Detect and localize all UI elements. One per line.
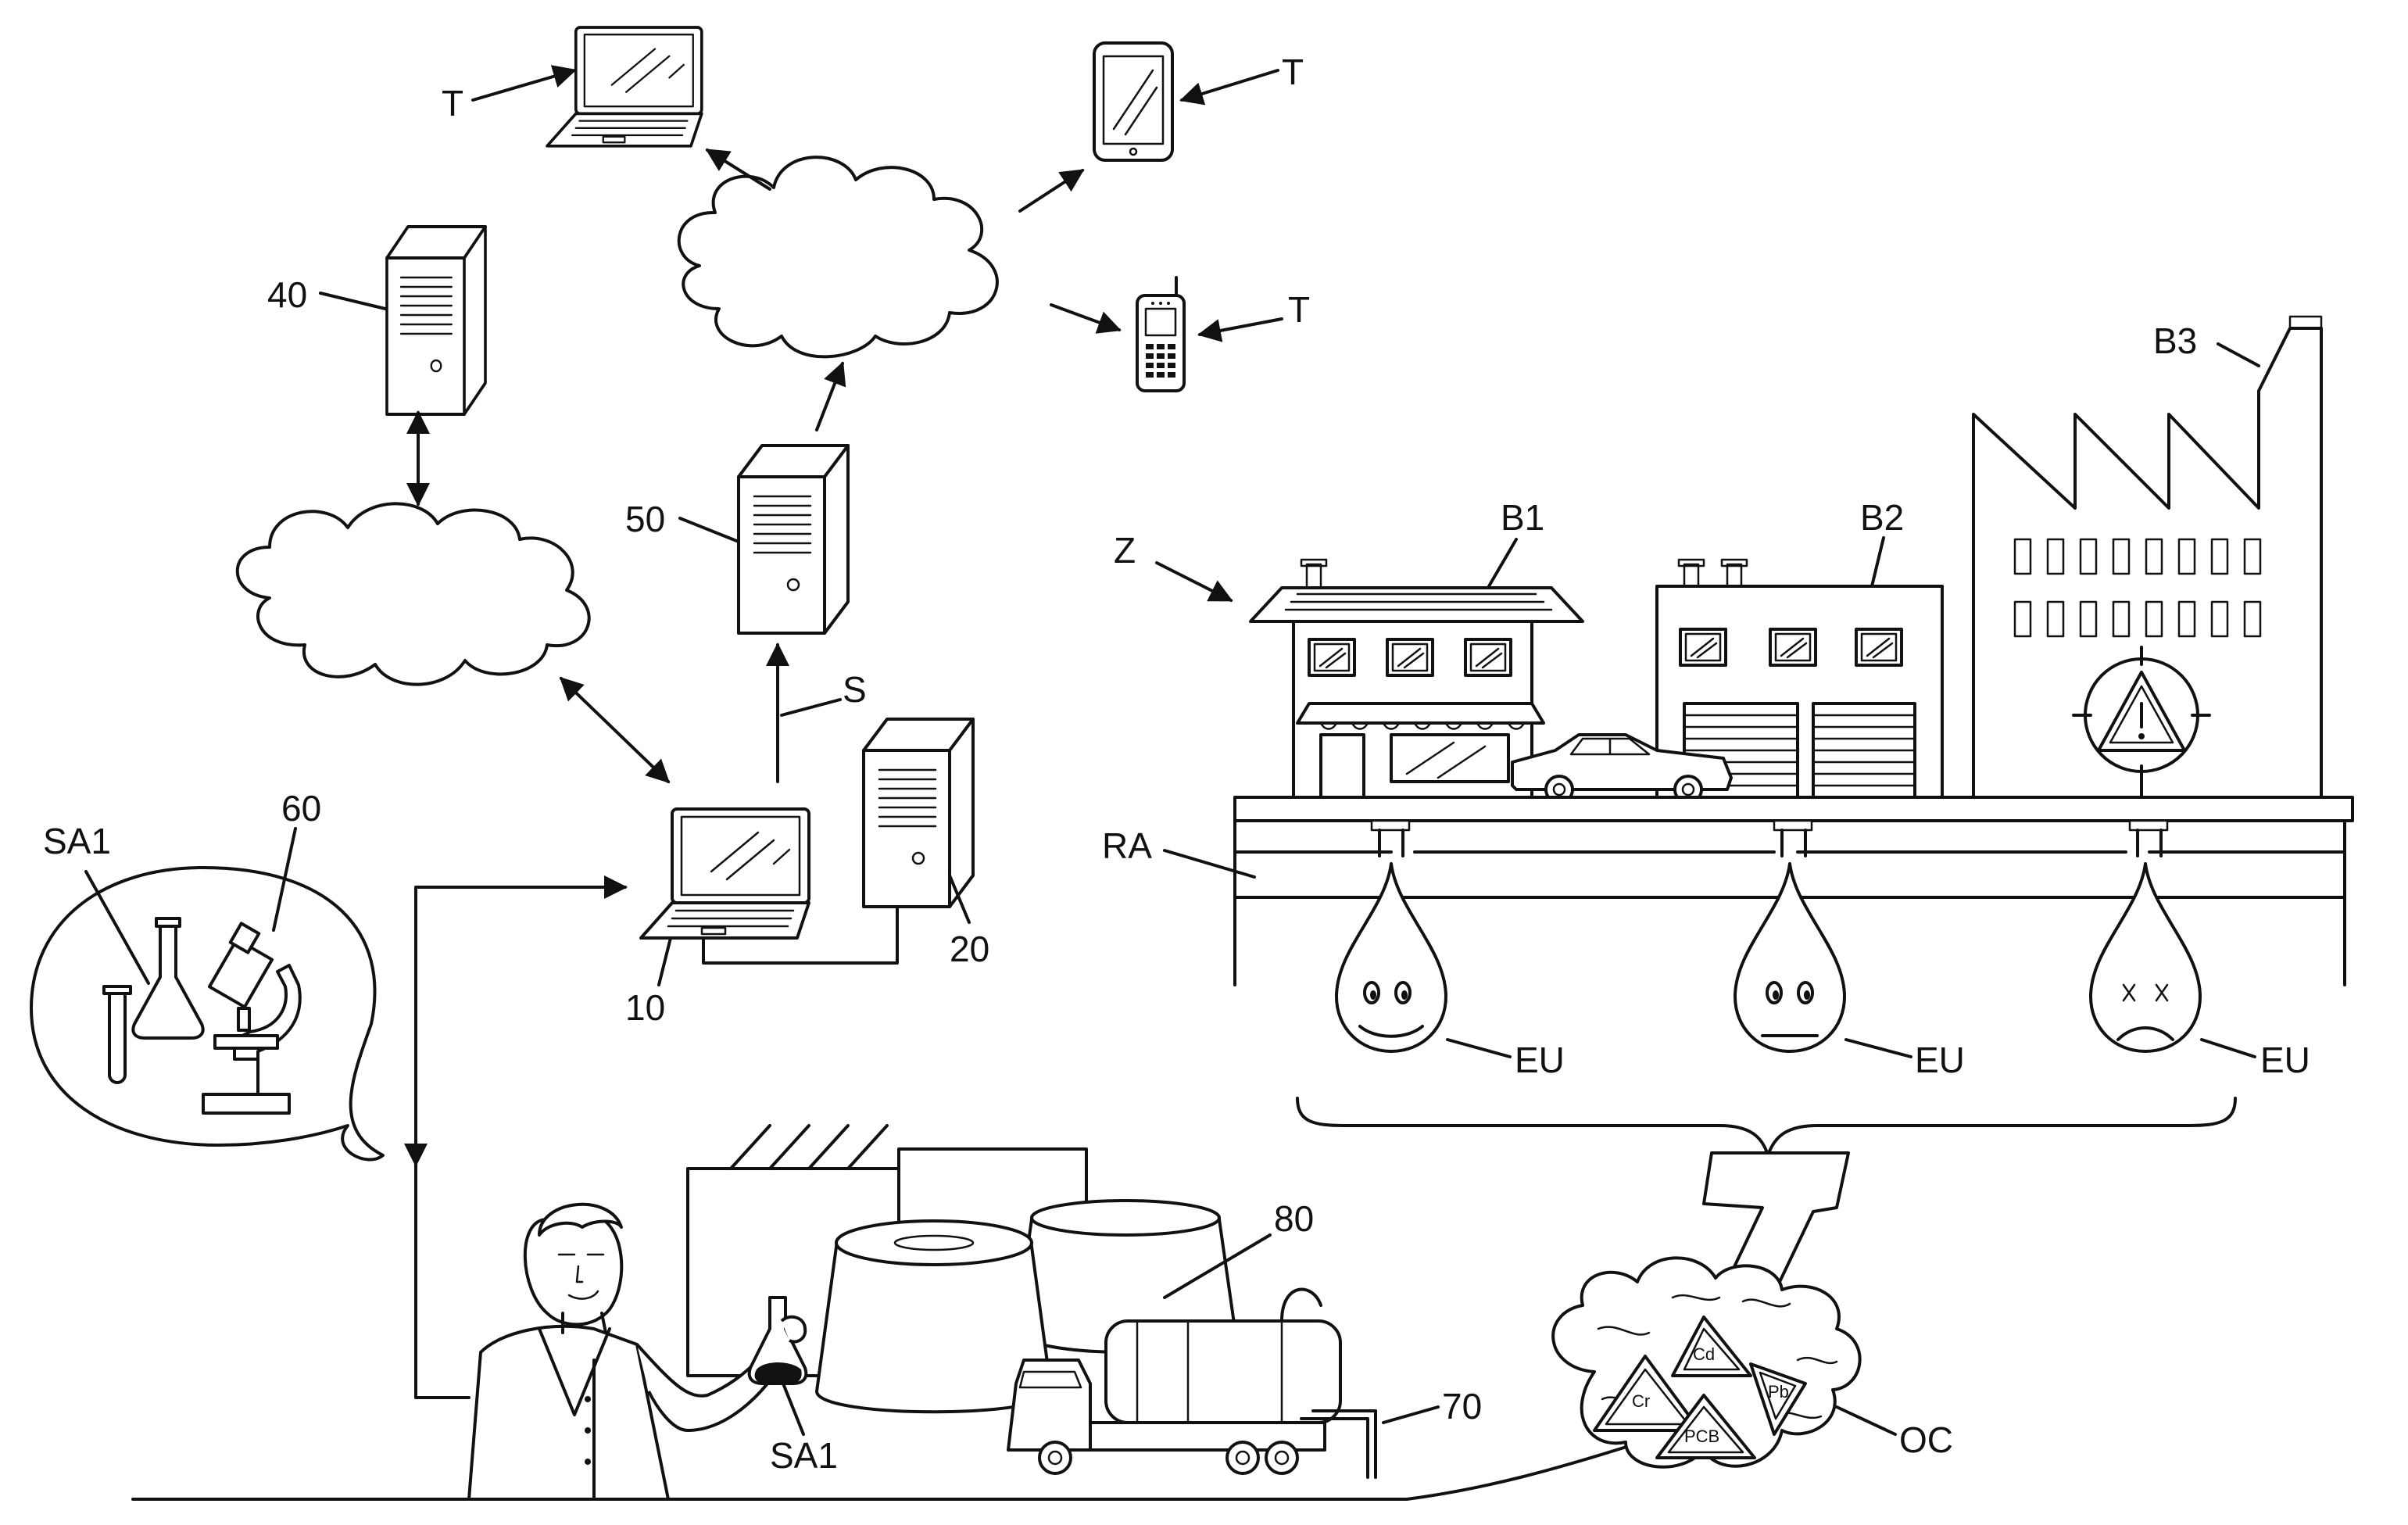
label-b1: B1 — [1501, 497, 1544, 538]
leader-t-tablet — [1182, 70, 1278, 100]
arrow-cloud-to-tablet-t — [1020, 170, 1082, 211]
svg-text:Pb: Pb — [1768, 1382, 1789, 1401]
label-10: 10 — [625, 987, 665, 1028]
arrow-server50-to-cloud — [817, 363, 843, 430]
label-t-tablet: T — [1282, 52, 1304, 92]
leader-eu-1 — [1447, 1040, 1510, 1057]
server-20-icon — [864, 719, 973, 907]
server-40-icon — [387, 227, 485, 414]
leader-b2 — [1872, 538, 1884, 586]
leader-ra — [1165, 850, 1254, 877]
leader-50 — [680, 518, 739, 542]
leader-b1 — [1489, 539, 1516, 586]
label-sa1-bottom: SA1 — [770, 1435, 838, 1476]
leader-s — [782, 700, 840, 715]
leader-oc — [1837, 1407, 1895, 1434]
leader-t-phone — [1200, 319, 1282, 335]
leader-sa1-bottom — [782, 1380, 803, 1434]
leader-40 — [320, 293, 385, 309]
label-40: 40 — [267, 274, 307, 315]
svg-text:Cr: Cr — [1632, 1391, 1650, 1411]
cloud-network-top — [679, 157, 997, 356]
label-eu-2: EU — [1915, 1040, 1965, 1080]
label-eu-3: EU — [2260, 1040, 2310, 1080]
label-70: 70 — [1442, 1386, 1482, 1427]
tablet-terminal-icon — [1094, 43, 1172, 160]
arrow-cloud-to-phone-t — [1051, 305, 1119, 330]
svg-text:PCB: PCB — [1684, 1427, 1719, 1446]
label-sa1-top: SA1 — [43, 821, 111, 861]
leader-eu-3 — [2202, 1040, 2255, 1057]
label-b2: B2 — [1860, 497, 1904, 538]
laptop-10-icon — [641, 809, 809, 938]
effluent-drop-sad — [2091, 864, 2200, 1051]
label-z: Z — [1114, 530, 1136, 571]
cloud-network-left — [238, 503, 589, 684]
leader-b3 — [2218, 344, 2259, 366]
label-b3: B3 — [2153, 320, 2197, 361]
server-50-icon — [739, 446, 848, 633]
effluent-drop-neutral — [1735, 864, 1844, 1051]
laptop-terminal-icon — [547, 27, 702, 146]
test-tube-icon — [104, 986, 131, 1083]
leader-t-laptop — [473, 70, 574, 100]
label-t-phone: T — [1288, 289, 1310, 330]
svg-text:Cd: Cd — [1693, 1344, 1715, 1364]
label-60: 60 — [281, 788, 321, 829]
arrow-cloud-laptop10 — [561, 678, 668, 782]
label-oc: OC — [1899, 1419, 1953, 1460]
mobile-phone-terminal-icon — [1137, 277, 1184, 391]
label-t-laptop: T — [442, 83, 463, 124]
label-ra: RA — [1102, 825, 1152, 866]
label-80: 80 — [1274, 1198, 1314, 1239]
label-eu-1: EU — [1515, 1040, 1565, 1080]
leader-10 — [659, 938, 671, 985]
leader-70 — [1383, 1407, 1438, 1423]
label-50: 50 — [625, 499, 665, 539]
label-20: 20 — [950, 929, 989, 969]
label-s: S — [843, 669, 867, 710]
ground-line — [133, 1442, 1641, 1499]
lab-speech-bubble — [31, 868, 383, 1160]
leader-eu-2 — [1846, 1040, 1911, 1057]
collection-brace — [1297, 1098, 2235, 1155]
effluent-drop-happy — [1336, 864, 1446, 1051]
leader-z-arrow — [1157, 563, 1231, 600]
